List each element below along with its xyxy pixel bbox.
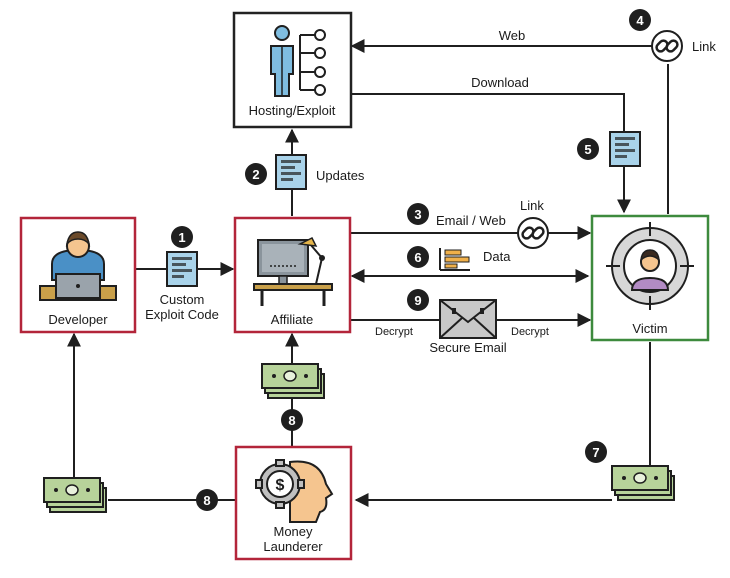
label-email-web: Email / Web [436, 213, 506, 228]
label-link-top: Link [692, 39, 716, 54]
svg-text:$: $ [276, 477, 285, 494]
step-badge-1: 1 [171, 226, 193, 248]
label-download: Download [471, 75, 529, 90]
node-affiliate: Affiliate [233, 216, 352, 334]
money-stack-affiliate [261, 363, 325, 399]
hosting-label: Hosting/Exploit [249, 103, 336, 118]
label-link-middle: Link [520, 198, 544, 213]
node-victim: Victim [590, 214, 710, 342]
label-decrypt-right: Decrypt [511, 326, 549, 338]
svg-text:4: 4 [636, 13, 644, 28]
step-badges: 1 2 3 4 5 6 7 8 8 9 [171, 9, 651, 511]
connectors [67, 39, 669, 507]
step-badge-5: 5 [577, 138, 599, 160]
label-decrypt-left: Decrypt [375, 326, 413, 338]
affiliate-label: Affiliate [271, 312, 313, 327]
label-custom-line2: Exploit Code [145, 307, 219, 322]
link-icon-top [650, 29, 684, 63]
svg-text:6: 6 [414, 250, 421, 265]
svg-text:8: 8 [288, 413, 295, 428]
money-stack-victim [611, 465, 675, 501]
step-badge-2: 2 [245, 163, 267, 185]
node-developer: Developer [19, 216, 137, 334]
link-icon-middle [516, 216, 550, 250]
svg-text:9: 9 [414, 293, 421, 308]
money-stack-developer [43, 477, 107, 513]
svg-text:5: 5 [584, 142, 591, 157]
label-web: Web [499, 28, 526, 43]
victim-label: Victim [632, 321, 667, 336]
developer-laptop-icon [39, 231, 117, 301]
svg-text:8: 8 [203, 493, 210, 508]
launderer-label-line2: Launderer [263, 539, 323, 554]
step-badge-9: 9 [407, 289, 429, 311]
edge-download [352, 93, 631, 214]
step-badge-4: 4 [629, 9, 651, 31]
step-badge-8-affiliate: 8 [281, 409, 303, 431]
label-updates: Updates [316, 168, 365, 183]
label-data: Data [483, 249, 511, 264]
label-secure-email: Secure Email [429, 340, 506, 355]
custom-code-icon [166, 251, 198, 287]
developer-label: Developer [48, 312, 108, 327]
svg-text:7: 7 [592, 445, 599, 460]
step-badge-6: 6 [407, 246, 429, 268]
launderer-label-line1: Money [273, 524, 313, 539]
label-custom-line1: Custom [160, 292, 205, 307]
step-badge-3: 3 [407, 203, 429, 225]
step-badge-8-developer: 8 [196, 489, 218, 511]
download-code-icon [609, 131, 641, 167]
desk-computer-icon [253, 236, 333, 306]
updates-code-icon [275, 154, 307, 190]
money-gear-head-icon: $ [255, 459, 334, 523]
target-person-icon [606, 222, 694, 310]
node-launderer: $ Money Launderer [234, 445, 353, 561]
step-badge-7: 7 [585, 441, 607, 463]
secure-email-icon [439, 299, 497, 339]
node-hosting: Hosting/Exploit [232, 11, 353, 129]
data-chart-icon [439, 248, 470, 271]
svg-text:1: 1 [178, 230, 185, 245]
org-chart-person-icon [270, 25, 326, 97]
svg-text:3: 3 [414, 207, 421, 222]
svg-text:2: 2 [252, 167, 259, 182]
